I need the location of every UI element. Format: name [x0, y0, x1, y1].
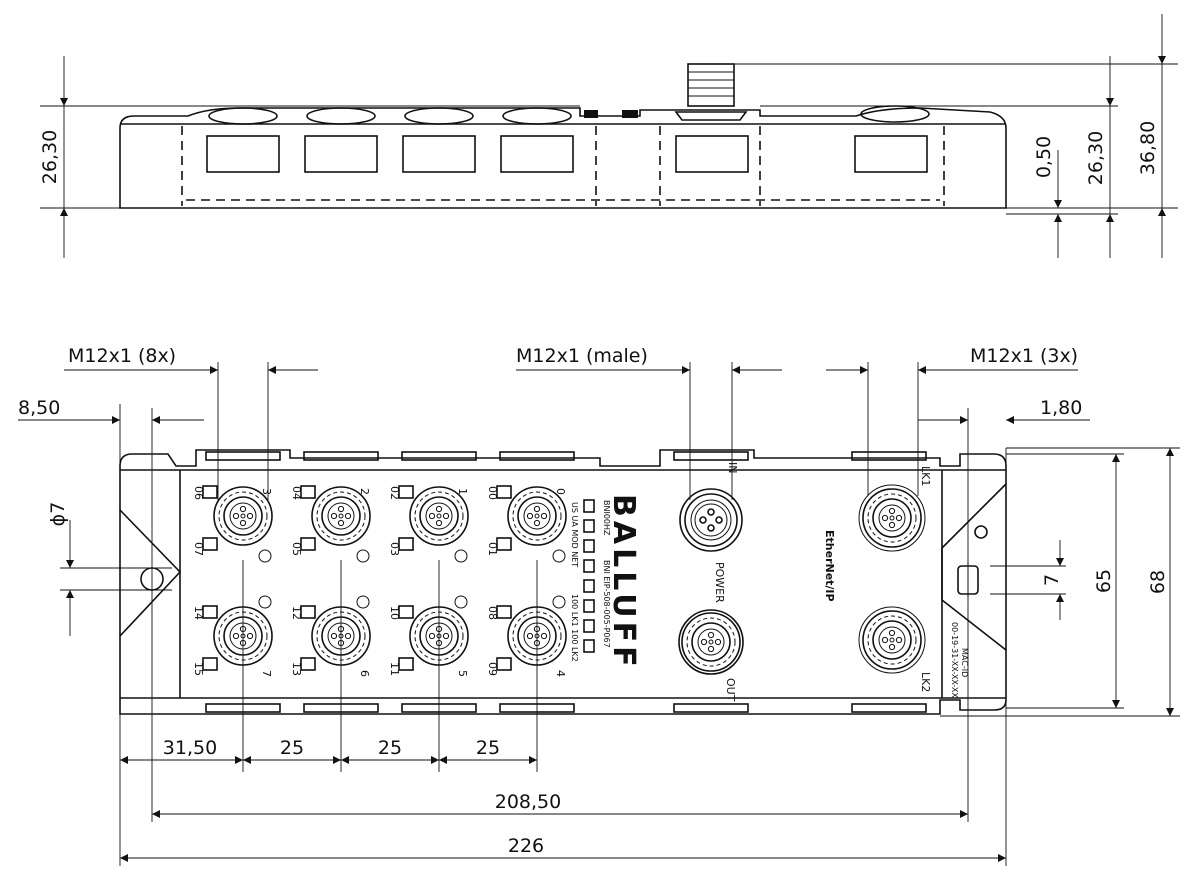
port-0-number: 0: [554, 488, 567, 495]
port-7-pin-b: 15: [192, 662, 205, 676]
port-6-pin-a: 12: [290, 606, 303, 620]
port-4-number: 4: [554, 670, 567, 677]
port-6-pin-b: 13: [290, 662, 303, 676]
dim-hole-diameter: ϕ7: [47, 502, 69, 527]
port-5-pin-a: 10: [388, 606, 401, 620]
dim-hole-span: 208,50: [495, 791, 561, 813]
power-label: POWER: [713, 562, 726, 603]
dim-pitch-2: 25: [378, 737, 402, 759]
side-port-window-2: [304, 135, 378, 173]
port-4-pin-b: 09: [486, 662, 499, 676]
dim-side-height-right: 26,30: [1085, 131, 1107, 185]
side-male-connector: [687, 63, 735, 107]
right-mounting-slot: [957, 565, 979, 595]
dim-side-offset: 0,50: [1033, 136, 1055, 178]
ethernet-ip-logo: EtherNet/IP: [823, 530, 836, 602]
side-port-window-6: [854, 135, 928, 173]
dim-height-total: 68: [1147, 570, 1169, 594]
side-view: 26,30 0,50 26,30 36,80: [39, 14, 1178, 258]
led-block: US UA MOD NET 100 LK1 100 LK2 BNI00HZ BN…: [570, 499, 611, 662]
port-0: 0 00 01: [486, 485, 567, 563]
port-6: 6 12 13: [290, 595, 371, 677]
dim-hole-offset: 8,50: [18, 397, 60, 419]
power-out-label: OUT: [724, 678, 737, 702]
device-part-number: BNI EIP-508-005-P067: [602, 560, 611, 648]
port-5: 5 10 11: [388, 595, 469, 677]
side-port-window-1: [206, 135, 280, 173]
power-in-connector: IN: [679, 462, 743, 552]
led-labels-bottom: 100 LK1 100 LK2: [570, 594, 579, 662]
side-port-window-5: [675, 135, 749, 173]
dim-m12-right: M12x1 (3x): [970, 345, 1078, 367]
side-body-outline: [119, 107, 1007, 209]
top-view-dimensions: M12x1 (8x) M12x1 (male) M12x1 (3x) 8,50 …: [18, 345, 1180, 866]
port-3: 3 06 07: [192, 485, 273, 563]
dim-side-total-height: 36,80: [1137, 121, 1159, 175]
side-port-window-3: [402, 135, 476, 173]
dim-total-length: 226: [508, 835, 544, 857]
brand-logo: BALLUFF: [606, 494, 641, 671]
dim-height-inner: 65: [1093, 569, 1115, 593]
dim-pitch-3: 25: [476, 737, 500, 759]
port-2-number: 2: [358, 488, 371, 495]
port-2-pin-b: 05: [290, 542, 303, 556]
power-in-label: IN: [726, 462, 739, 473]
link-2-label: LK2: [919, 672, 932, 692]
dim-m12-female: M12x1 (8x): [68, 345, 176, 367]
port-1-pin-b: 03: [388, 542, 401, 556]
dim-right-offset: 1,80: [1040, 397, 1082, 419]
port-4-pin-a: 08: [486, 606, 499, 620]
link-port-1: LK1: [858, 466, 932, 552]
port-1-pin-a: 02: [388, 486, 401, 500]
port-4: 4 08 09: [486, 595, 567, 677]
port-7-pin-a: 14: [192, 606, 205, 620]
top-view: 3 06 07 2 04 05 1 02 03 0: [119, 449, 1007, 715]
side-port-window-4: [500, 135, 574, 173]
port-3-pin-b: 07: [192, 542, 205, 556]
led-labels-top: US UA MOD NET: [570, 502, 579, 567]
link-1-label: LK1: [919, 466, 932, 486]
dim-side-height-left: 26,30: [39, 130, 61, 184]
link-port-2: LK2: [858, 606, 932, 692]
port-1: 1 02 03: [388, 485, 469, 563]
port-3-number: 3: [260, 488, 273, 495]
port-2: 2 04 05: [290, 485, 371, 563]
port-5-pin-b: 11: [388, 662, 401, 676]
dim-slot-height: 7: [1041, 574, 1063, 586]
dim-first-pitch: 31,50: [163, 737, 217, 759]
port-5-number: 5: [456, 670, 469, 677]
dim-pitch-1: 25: [280, 737, 304, 759]
power-out-connector: OUT: [678, 609, 744, 702]
port-6-number: 6: [358, 670, 371, 677]
port-3-pin-a: 06: [192, 486, 205, 500]
mac-label: MAC-ID: [960, 648, 969, 677]
port-0-pin-b: 01: [486, 542, 499, 556]
dim-m12-male: M12x1 (male): [516, 345, 648, 367]
port-1-number: 1: [456, 488, 469, 495]
port-7: 7 14 15: [192, 595, 273, 677]
device-model: BNI00HZ: [602, 500, 611, 536]
port-2-pin-a: 04: [290, 486, 303, 500]
port-7-number: 7: [260, 670, 273, 677]
mac-value: 00-19-31-XX-XX-XX: [950, 622, 959, 698]
port-0-pin-a: 00: [486, 486, 499, 500]
